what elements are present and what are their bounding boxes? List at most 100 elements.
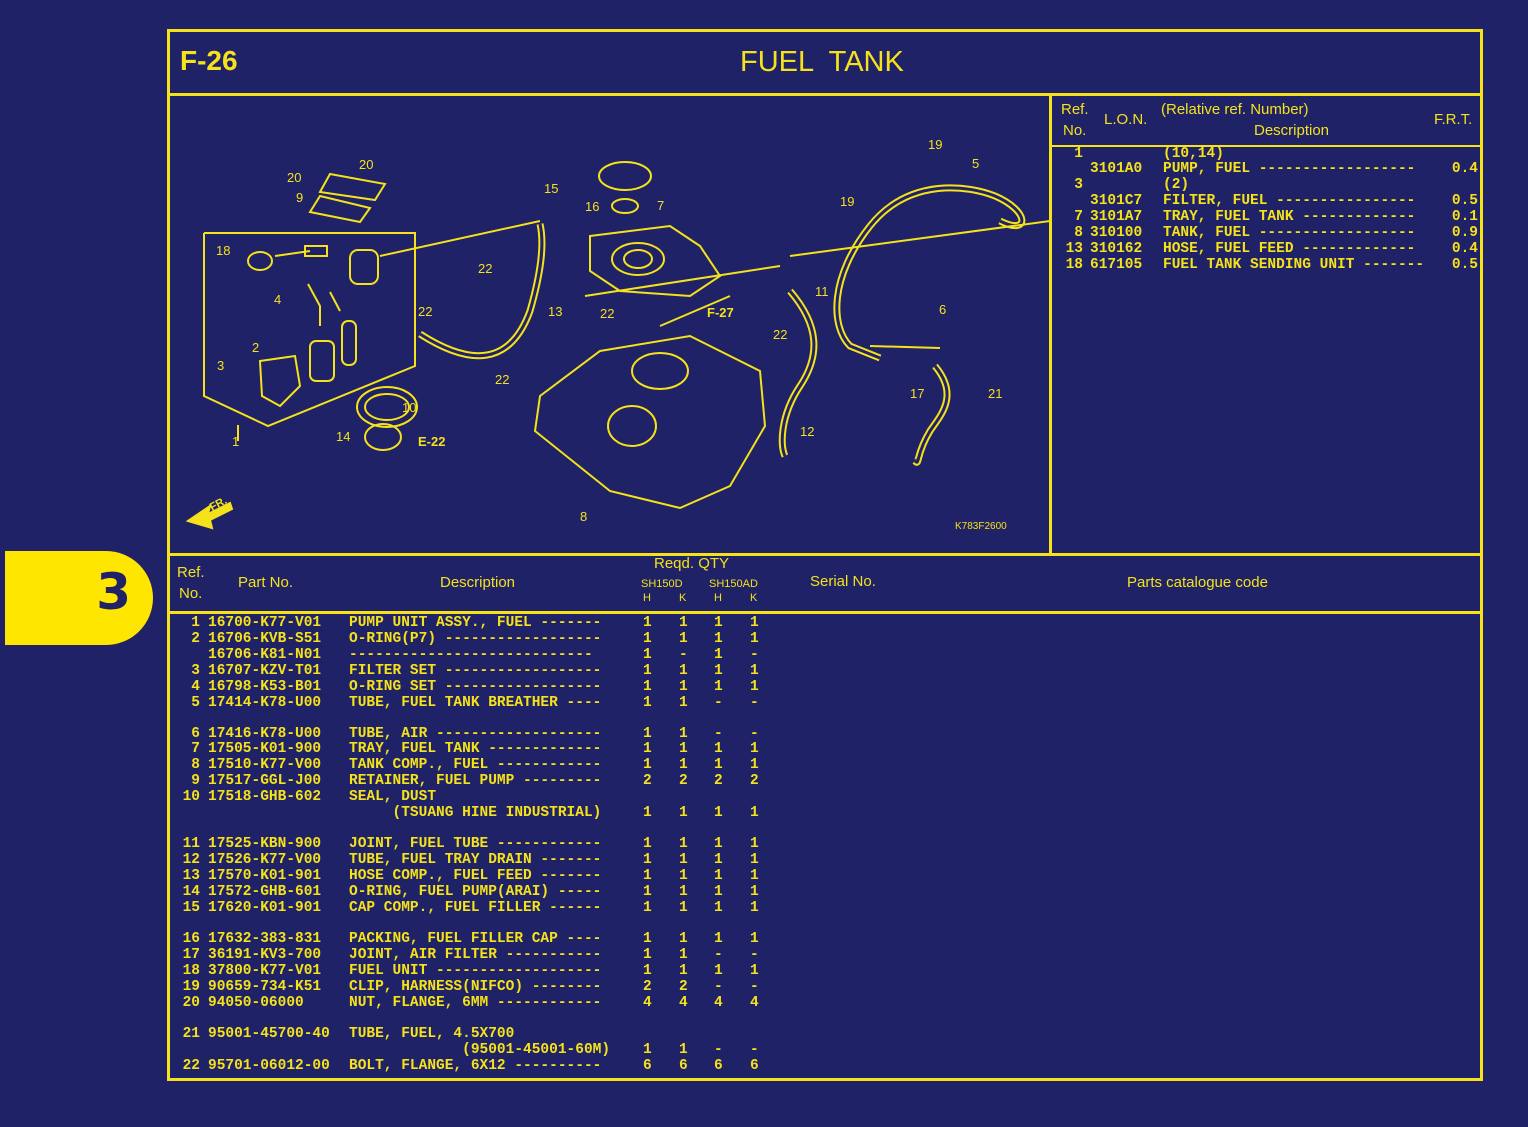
lon-desc: (2) — [1163, 177, 1190, 193]
part-number: 17525-KBN-900 — [208, 836, 322, 852]
part-desc: HOSE COMP., FUEL FEED ------- — [349, 868, 602, 884]
part-qty: 2 — [679, 979, 688, 995]
callout-22b: 22 — [418, 304, 432, 319]
part-desc: TANK COMP., FUEL ------------ — [349, 757, 602, 773]
part-number: 17414-K78-U00 — [208, 695, 322, 711]
part-qty: 1 — [679, 741, 688, 757]
part-qty: 1 — [679, 663, 688, 679]
part-qty: 1 — [643, 1042, 652, 1058]
callout-22e: 22 — [773, 327, 787, 342]
lon-lon: 617105 — [1090, 257, 1143, 273]
part-qty: 1 — [643, 726, 652, 742]
part-desc: (95001-45001-60M) — [349, 1042, 611, 1058]
part-qty: 1 — [679, 947, 688, 963]
callout-13: 13 — [548, 304, 562, 319]
page-code: F-26 — [180, 45, 238, 76]
diagram-divider — [167, 553, 1483, 556]
part-qty: 1 — [714, 805, 723, 821]
lon-frt: 0.5 — [1451, 257, 1478, 273]
parts-h-sub-4: K — [750, 592, 758, 604]
callout-3: 3 — [217, 358, 224, 373]
parts-h-serial: Serial No. — [810, 573, 876, 590]
part-number: 17632-383-831 — [208, 931, 322, 947]
part-qty: 2 — [643, 773, 652, 789]
part-desc: TUBE, FUEL TANK BREATHER ---- — [349, 695, 602, 711]
part-ref: 3 — [191, 663, 200, 679]
callout-22: 22 — [478, 261, 492, 276]
callout-11: 11 — [815, 284, 829, 299]
part-qty: - — [714, 726, 723, 742]
part-desc: O-RING, FUEL PUMP(ARAI) ----- — [349, 884, 602, 900]
part-ref: 6 — [191, 726, 200, 742]
part-qty: 1 — [643, 852, 652, 868]
part-qty: 1 — [750, 757, 759, 773]
part-desc: PACKING, FUEL FILLER CAP ---- — [349, 931, 602, 947]
part-desc: JOINT, FUEL TUBE ------------ — [349, 836, 602, 852]
part-qty: 1 — [643, 836, 652, 852]
part-desc: TRAY, FUEL TANK ------------- — [349, 741, 602, 757]
section-number: 3 — [96, 563, 131, 621]
part-ref: 21 — [182, 1026, 200, 1042]
part-qty: 1 — [679, 1042, 688, 1058]
part-desc: JOINT, AIR FILTER ----------- — [349, 947, 602, 963]
lon-divider — [1049, 93, 1052, 554]
part-ref: 17 — [182, 947, 200, 963]
part-qty: 1 — [643, 631, 652, 647]
part-number: 37800-K77-V01 — [208, 963, 322, 979]
part-qty: 6 — [679, 1058, 688, 1074]
part-qty: - — [714, 695, 723, 711]
parts-h-model2: SH150AD — [709, 578, 758, 590]
ref-f27: F-27 — [707, 305, 734, 320]
part-desc: O-RING SET ------------------ — [349, 679, 602, 695]
part-number: 17570-K01-901 — [208, 868, 322, 884]
part-desc: O-RING(P7) ------------------ — [349, 631, 602, 647]
part-qty: 1 — [714, 631, 723, 647]
part-ref: 16 — [182, 931, 200, 947]
part-qty: 1 — [750, 884, 759, 900]
lon-frt: 0.5 — [1451, 193, 1478, 209]
part-qty: 4 — [679, 995, 688, 1011]
part-qty: 1 — [643, 931, 652, 947]
lon-desc: FILTER, FUEL ---------------- — [1163, 193, 1416, 209]
lon-frt: 0.4 — [1451, 241, 1478, 257]
part-qty: 1 — [679, 757, 688, 773]
part-number: 90659-734-K51 — [208, 979, 322, 995]
lon-ref: 13 — [1065, 241, 1083, 257]
callout-6: 6 — [939, 302, 946, 317]
callout-2: 2 — [252, 340, 259, 355]
part-number: 95001-45700-40 — [208, 1026, 330, 1042]
callout-20: 20 — [287, 170, 301, 185]
lon-lon: 310162 — [1090, 241, 1143, 257]
part-qty: 1 — [643, 884, 652, 900]
part-number: 17416-K78-U00 — [208, 726, 322, 742]
part-qty: 1 — [714, 900, 723, 916]
lon-desc: (10,14) — [1163, 146, 1224, 162]
part-number: 17572-GHB-601 — [208, 884, 322, 900]
part-qty: 1 — [643, 963, 652, 979]
part-qty: 1 — [679, 852, 688, 868]
part-qty: 1 — [679, 695, 688, 711]
part-qty: 1 — [643, 900, 652, 916]
section-tab[interactable]: 3 — [5, 551, 153, 645]
callout-18: 18 — [216, 243, 230, 258]
part-qty: 1 — [750, 631, 759, 647]
part-qty: 1 — [750, 900, 759, 916]
part-qty: 1 — [643, 757, 652, 773]
part-qty: 1 — [714, 963, 723, 979]
callout-15: 15 — [544, 181, 558, 196]
lon-desc: HOSE, FUEL FEED ------------- — [1163, 241, 1416, 257]
part-qty: 1 — [643, 679, 652, 695]
part-qty: 1 — [643, 741, 652, 757]
part-ref: 18 — [182, 963, 200, 979]
part-ref: 20 — [182, 995, 200, 1011]
lon-lon: 3101A0 — [1090, 161, 1143, 177]
part-qty: 1 — [750, 852, 759, 868]
part-qty: - — [714, 947, 723, 963]
part-qty: 1 — [643, 647, 652, 663]
part-qty: 1 — [679, 679, 688, 695]
lon-lon: 3101C7 — [1090, 193, 1143, 209]
lon-lon: 310100 — [1090, 225, 1143, 241]
callout-22d: 22 — [495, 372, 509, 387]
header-divider — [167, 93, 1483, 96]
parts-h-sub-3: H — [714, 592, 722, 604]
